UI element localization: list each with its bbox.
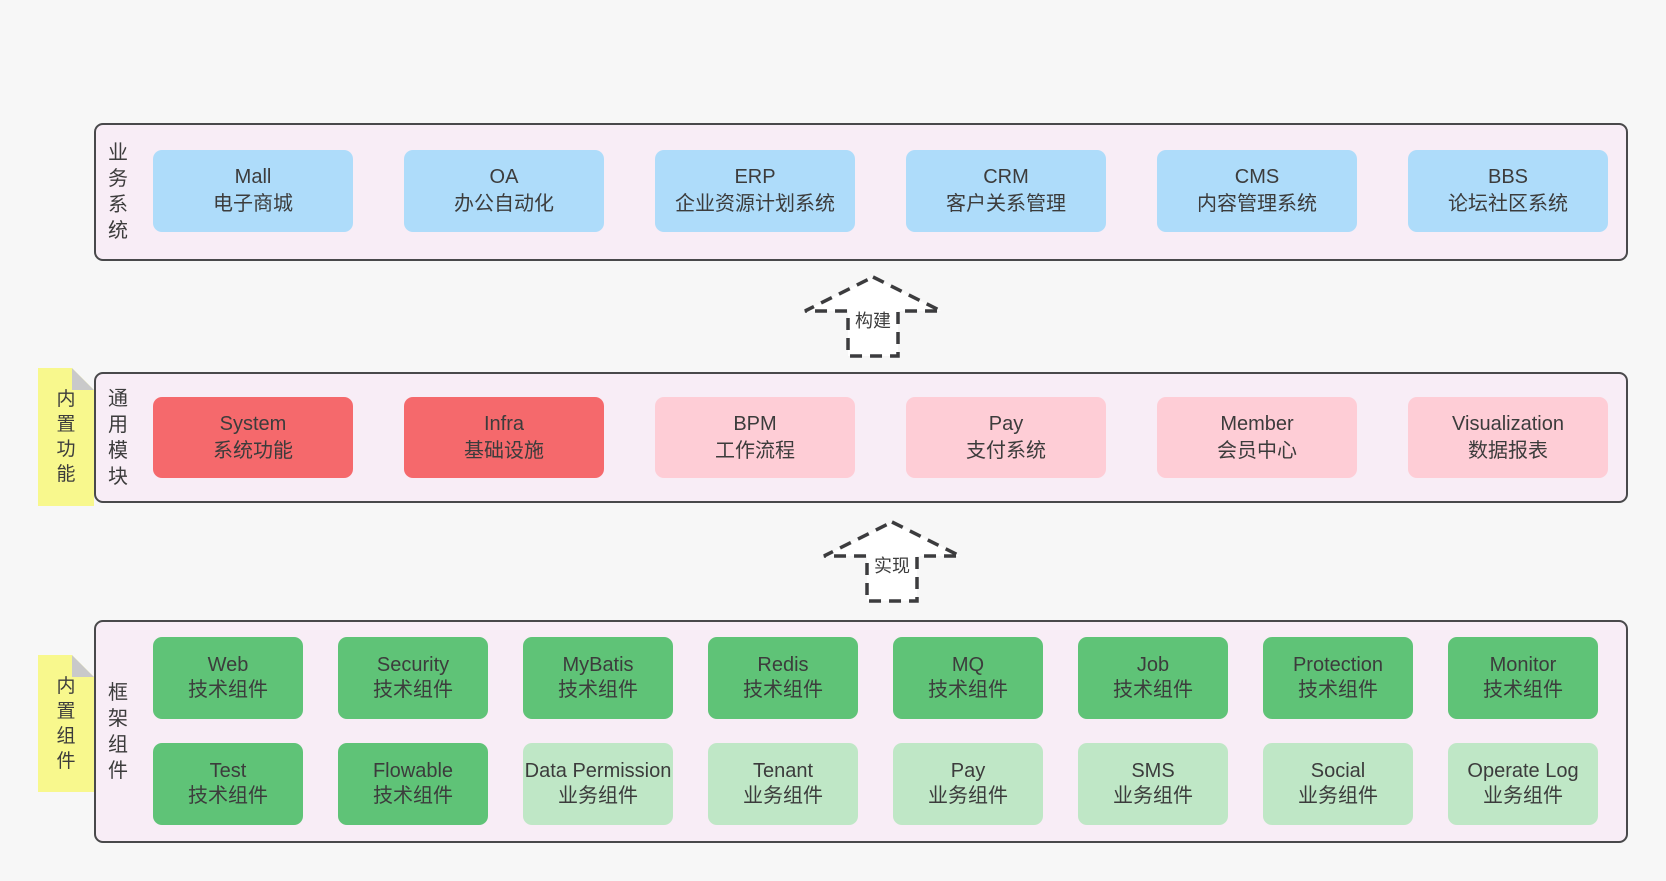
box-subtitle: 技术组件: [558, 679, 638, 701]
panel-components-label: 框架组件: [108, 681, 128, 782]
box-subtitle: 办公自动化: [454, 193, 554, 215]
box-flowable: Flowable 技术组件: [338, 743, 488, 825]
box-subtitle: 系统功能: [213, 439, 293, 462]
box-mybatis: MyBatis 技术组件: [523, 637, 673, 719]
box-subtitle: 技术组件: [1113, 679, 1193, 701]
modules-box-row: System 系统功能 Infra 基础设施 BPM 工作流程 Pay 支付系统…: [153, 397, 1608, 478]
box-erp: ERP 企业资源计划系统: [655, 150, 855, 232]
box-title: Monitor: [1489, 654, 1557, 676]
box-subtitle: 企业资源计划系统: [675, 193, 835, 215]
box-pay-module: Pay 支付系统: [906, 397, 1106, 478]
box-title: BBS: [1487, 166, 1529, 188]
box-title: Infra: [483, 412, 525, 435]
box-subtitle: 内容管理系统: [1197, 193, 1317, 215]
box-title: Social: [1310, 760, 1366, 782]
box-redis: Redis 技术组件: [708, 637, 858, 719]
box-subtitle: 技术组件: [188, 679, 268, 701]
box-title: Tenant: [752, 760, 814, 782]
box-title: Redis: [757, 654, 809, 676]
box-title: MyBatis: [562, 654, 634, 676]
box-subtitle: 基础设施: [464, 439, 544, 462]
box-title: Web: [207, 654, 249, 676]
box-subtitle: 业务组件: [743, 785, 823, 807]
box-subtitle: 客户关系管理: [946, 193, 1066, 215]
box-subtitle: 业务组件: [558, 785, 638, 807]
box-title: ERP: [734, 166, 776, 188]
box-title: Security: [376, 654, 450, 676]
box-job: Job 技术组件: [1078, 637, 1228, 719]
box-title: Visualization: [1452, 412, 1564, 435]
box-protection: Protection 技术组件: [1263, 637, 1413, 719]
box-title: CMS: [1234, 166, 1280, 188]
box-infra: Infra 基础设施: [404, 397, 604, 478]
box-mall: Mall 电子商城: [153, 150, 353, 232]
box-title: CRM: [983, 166, 1029, 188]
box-title: Operate Log: [1467, 760, 1579, 782]
box-title: Pay: [988, 412, 1024, 435]
box-title: System: [219, 412, 287, 435]
box-subtitle: 会员中心: [1217, 439, 1297, 462]
box-web: Web 技术组件: [153, 637, 303, 719]
arrow-build-label: 构建: [852, 309, 894, 333]
box-subtitle: 工作流程: [715, 439, 795, 462]
box-title: Job: [1136, 654, 1170, 676]
box-subtitle: 支付系统: [966, 439, 1046, 462]
panel-business-label: 业务系统: [108, 142, 128, 242]
box-security: Security 技术组件: [338, 637, 488, 719]
components-box-row-1: Web 技术组件 Security 技术组件 MyBatis 技术组件 Redi…: [153, 637, 1598, 719]
sticky-tab-built-in-components-label: 内置组件: [56, 675, 76, 772]
box-crm: CRM 客户关系管理: [906, 150, 1106, 232]
box-title: Member: [1220, 412, 1294, 435]
box-title: Data Permission: [524, 760, 672, 782]
box-subtitle: 技术组件: [1298, 679, 1378, 701]
box-sms: SMS 业务组件: [1078, 743, 1228, 825]
box-title: BPM: [733, 412, 777, 435]
box-cms: CMS 内容管理系统: [1157, 150, 1357, 232]
box-subtitle: 技术组件: [743, 679, 823, 701]
box-member: Member 会员中心: [1157, 397, 1357, 478]
box-title: Pay: [950, 760, 986, 782]
box-title: Test: [209, 760, 247, 782]
box-title: Mall: [234, 166, 272, 188]
box-subtitle: 业务组件: [1483, 785, 1563, 807]
box-oa: OA 办公自动化: [404, 150, 604, 232]
box-subtitle: 论坛社区系统: [1448, 193, 1568, 215]
box-subtitle: 业务组件: [1113, 785, 1193, 807]
components-box-row-2: Test 技术组件 Flowable 技术组件 Data Permission …: [153, 743, 1598, 825]
box-operate-log: Operate Log 业务组件: [1448, 743, 1598, 825]
box-title: OA: [489, 166, 519, 188]
box-tenant: Tenant 业务组件: [708, 743, 858, 825]
box-bbs: BBS 论坛社区系统: [1408, 150, 1608, 232]
sticky-tab-built-in-components: 内置组件: [38, 655, 94, 792]
panel-modules-label: 通用模块: [108, 387, 128, 488]
box-subtitle: 技术组件: [373, 679, 453, 701]
sticky-tab-built-in-features: 内置功能: [38, 368, 94, 506]
box-title: SMS: [1131, 760, 1175, 782]
box-subtitle: 技术组件: [188, 785, 268, 807]
box-title: Flowable: [372, 760, 454, 782]
box-system: System 系统功能: [153, 397, 353, 478]
arrow-build: 构建: [803, 275, 943, 358]
box-subtitle: 业务组件: [1298, 785, 1378, 807]
box-test: Test 技术组件: [153, 743, 303, 825]
box-subtitle: 电子商城: [213, 193, 293, 215]
box-pay-component: Pay 业务组件: [893, 743, 1043, 825]
arrow-implement-label: 实现: [871, 554, 913, 578]
box-title: MQ: [951, 654, 985, 676]
box-visualization: Visualization 数据报表: [1408, 397, 1608, 478]
box-title: Protection: [1292, 654, 1384, 676]
box-subtitle: 技术组件: [1483, 679, 1563, 701]
box-subtitle: 数据报表: [1468, 439, 1548, 462]
business-box-row: Mall 电子商城 OA 办公自动化 ERP 企业资源计划系统 CRM 客户关系…: [153, 150, 1608, 232]
box-subtitle: 技术组件: [373, 785, 453, 807]
box-social: Social 业务组件: [1263, 743, 1413, 825]
box-subtitle: 业务组件: [928, 785, 1008, 807]
box-mq: MQ 技术组件: [893, 637, 1043, 719]
arrow-implement: 实现: [822, 520, 962, 603]
box-monitor: Monitor 技术组件: [1448, 637, 1598, 719]
box-bpm: BPM 工作流程: [655, 397, 855, 478]
box-data-permission: Data Permission 业务组件: [523, 743, 673, 825]
sticky-tab-built-in-features-label: 内置功能: [56, 389, 76, 485]
box-subtitle: 技术组件: [928, 679, 1008, 701]
